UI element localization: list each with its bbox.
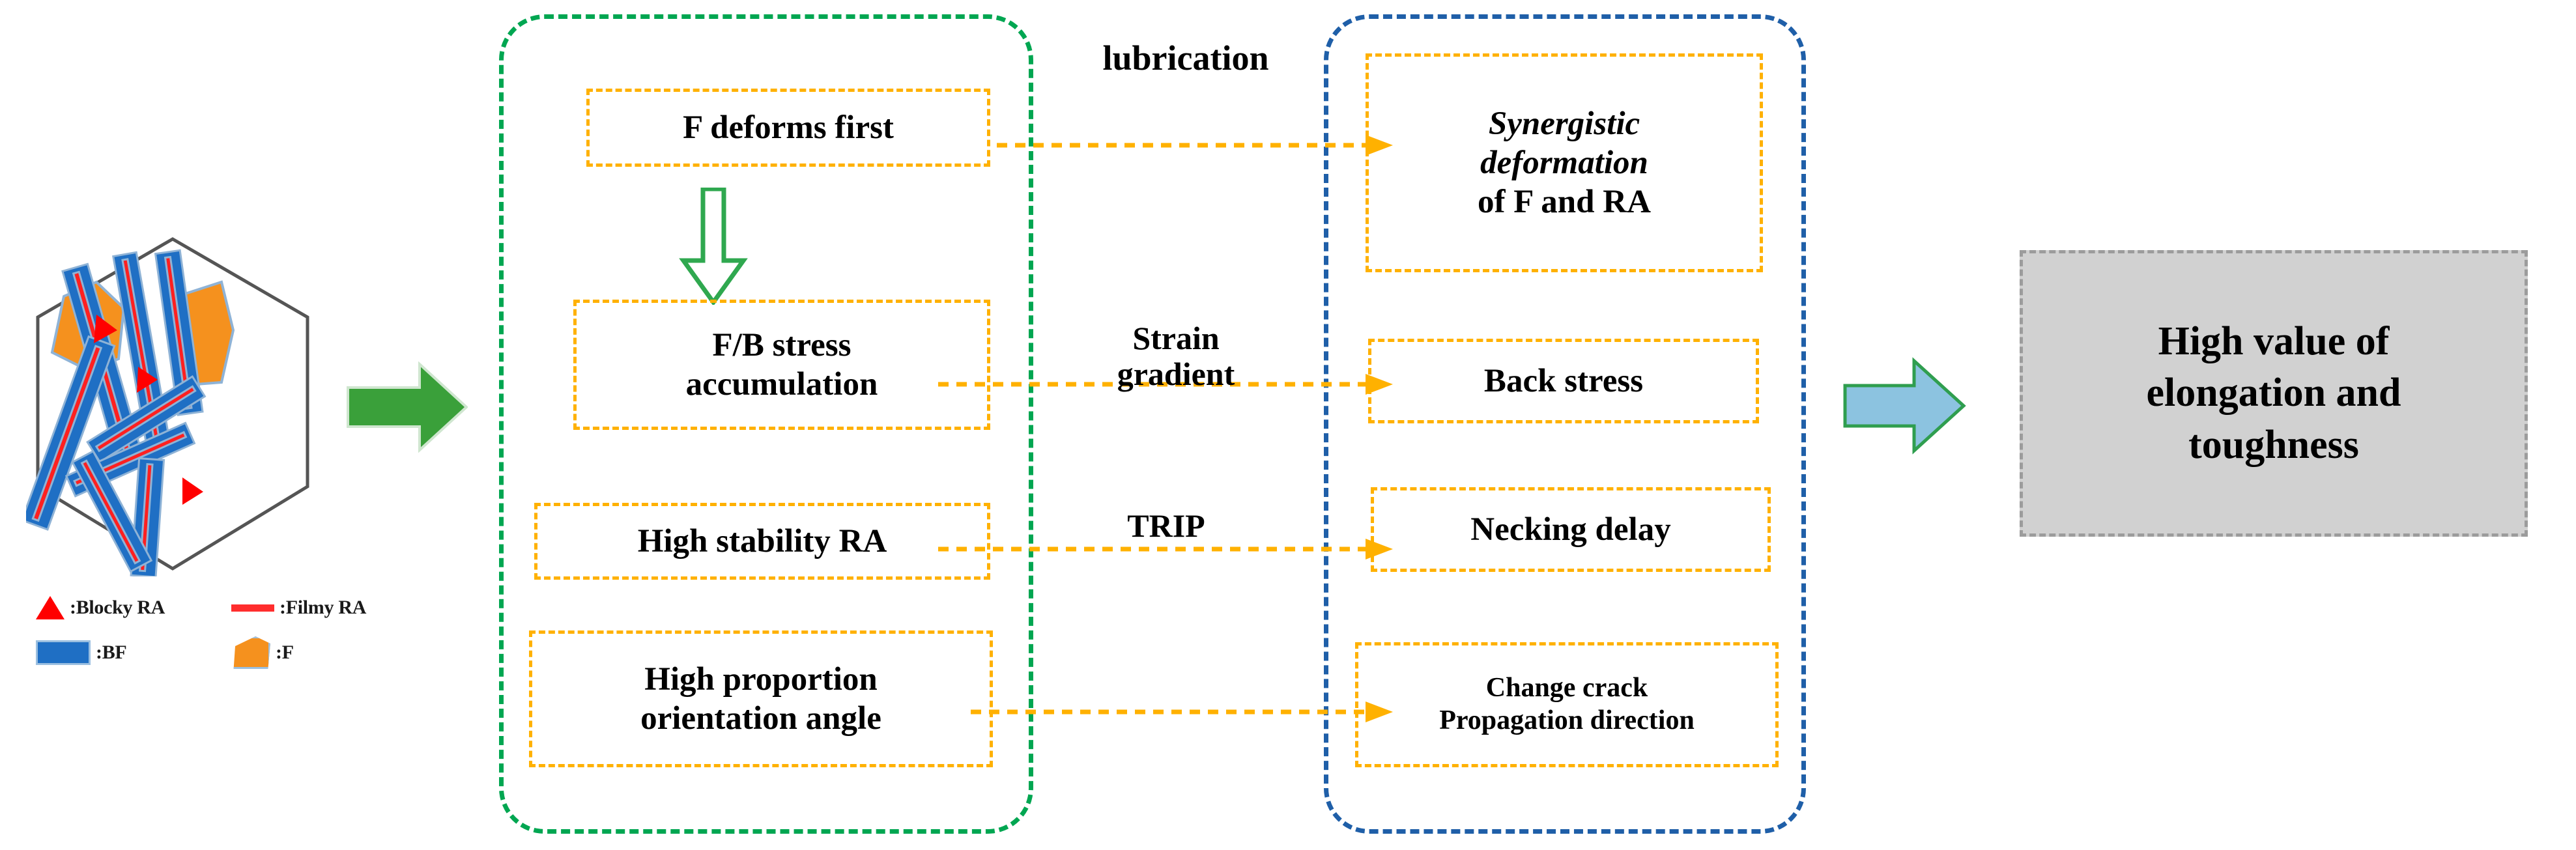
box-line: High proportion — [644, 660, 878, 698]
box-line: Necking delay — [1470, 511, 1671, 548]
green-hollow-down-arrow — [674, 186, 752, 306]
box-high-stability-ra[interactable]: High stability RA — [534, 503, 990, 580]
legend-row: :BF :F — [36, 636, 453, 669]
box-line: Propagation direction — [1439, 705, 1695, 735]
connector-label-strain-gradient: Strain gradient — [1068, 320, 1283, 392]
box-line: F deforms first — [683, 109, 894, 146]
connector-label-line: Strain — [1132, 320, 1220, 356]
microstructure-illustration — [26, 231, 319, 576]
legend-item-f: :F — [231, 636, 294, 669]
legend: :Blocky RA :Filmy RA :BF :F — [36, 596, 453, 686]
box-synergistic-deformation[interactable]: Synergistic deformation of F and RA — [1366, 53, 1763, 272]
green-right-arrow — [347, 361, 468, 453]
legend-item-filmy-ra: :Filmy RA — [231, 597, 366, 619]
microstructure-svg — [26, 237, 309, 576]
connector-arrow-crack-path — [971, 699, 1394, 725]
box-line: High stability RA — [637, 522, 887, 560]
box-back-stress[interactable]: Back stress — [1368, 339, 1759, 423]
blocky-ra-markers — [94, 315, 203, 505]
legend-label-bf: :BF — [96, 642, 127, 663]
box-line: orientation angle — [640, 700, 881, 737]
box-fb-stress-accumulation[interactable]: F/B stress accumulation — [573, 300, 990, 430]
connector-label-lubrication: lubrication — [1102, 38, 1269, 78]
result-box-high-value-elongation-toughness[interactable]: High value of elongation and toughness — [2020, 250, 2528, 537]
orange-polygon-icon — [233, 636, 270, 669]
box-line: Back stress — [1483, 362, 1644, 399]
connector-label-line: gradient — [1117, 356, 1235, 392]
box-line: Synergistic — [1488, 105, 1640, 142]
result-line: elongation and — [2146, 371, 2401, 416]
blue-right-arrow — [1842, 357, 1966, 455]
box-f-deforms-first[interactable]: F deforms first — [586, 89, 990, 167]
box-necking-delay[interactable]: Necking delay — [1371, 487, 1771, 572]
legend-label-filmy-ra: :Filmy RA — [279, 597, 367, 618]
legend-label-f: :F — [276, 642, 294, 663]
connector-arrow-lubrication — [997, 132, 1394, 158]
result-line: High value of — [2158, 319, 2390, 363]
bainitic-ferrite-laths — [26, 249, 207, 576]
connector-arrow-strain-gradient — [938, 371, 1394, 397]
red-line-icon — [231, 604, 274, 612]
legend-label-blocky-ra: :Blocky RA — [70, 597, 165, 618]
left-mechanism-group-container — [499, 14, 1033, 834]
legend-item-bf: :BF — [36, 640, 231, 665]
box-change-crack-propagation-direction[interactable]: Change crack Propagation direction — [1355, 642, 1779, 767]
box-line: accumulation — [685, 366, 878, 403]
connector-label-trip: TRIP — [1127, 507, 1205, 544]
box-line: Change crack — [1485, 673, 1648, 703]
blue-rectangle-icon — [36, 640, 91, 665]
right-effect-group-container — [1324, 14, 1806, 834]
red-triangle-icon — [36, 596, 64, 619]
box-line: deformation — [1480, 144, 1648, 181]
legend-row: :Blocky RA :Filmy RA — [36, 596, 453, 619]
result-line: toughness — [2188, 422, 2359, 467]
box-high-proportion-orientation-angle[interactable]: High proportion orientation angle — [529, 630, 993, 767]
box-line: F/B stress — [712, 326, 852, 363]
legend-item-blocky-ra: :Blocky RA — [36, 596, 231, 619]
box-line: of F and RA — [1478, 184, 1651, 221]
